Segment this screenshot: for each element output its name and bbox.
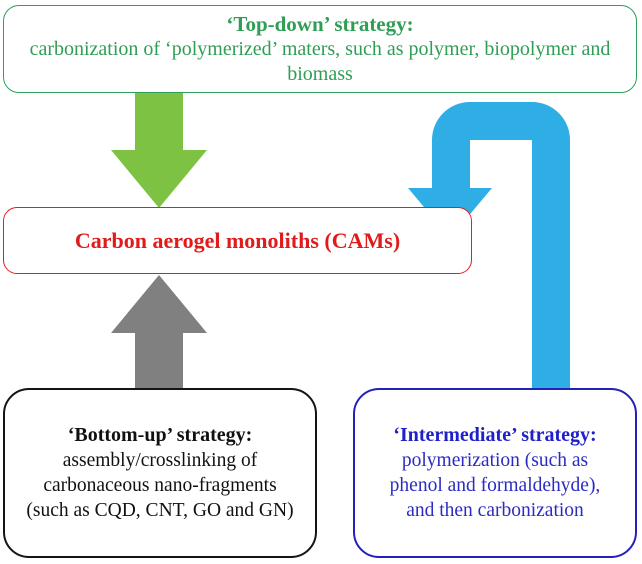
box-carbon-aerogel-monoliths: Carbon aerogel monoliths (CAMs) [3,207,472,274]
u-turn-arrow-intermediate-to-cams [408,102,570,392]
down-arrow-topdown-to-cams [111,88,207,208]
box-intermediate-strategy: ‘Intermediate’ strategy: polymerization … [353,388,637,558]
box-bottom-up-line1: assembly/crosslinking of [62,450,258,471]
up-arrow-bottomup-to-cams [111,275,207,392]
box-intermediate-line3: and then carbonization [406,500,584,521]
box-intermediate-line1: polymerization (such as [401,450,589,471]
box-bottom-up-title: ‘Bottom-up’ strategy: [67,424,253,446]
box-top-down-body: carbonization of ‘polymerized’ maters, s… [29,37,611,85]
box-top-down-strategy: ‘Top-down’ strategy: carbonization of ‘p… [3,5,637,93]
box-bottom-up-strategy: ‘Bottom-up’ strategy: assembly/crosslink… [3,388,317,558]
box-cams-title: Carbon aerogel monoliths (CAMs) [74,227,401,253]
box-intermediate-line2: phenol and formaldehyde), [389,475,601,496]
box-bottom-up-line3: (such as CQD, CNT, GO and GN) [26,500,294,521]
box-intermediate-title: ‘Intermediate’ strategy: [393,424,597,446]
box-top-down-title: ‘Top-down’ strategy: [226,11,414,36]
box-bottom-up-line2: carbonaceous nano-fragments [43,475,277,496]
